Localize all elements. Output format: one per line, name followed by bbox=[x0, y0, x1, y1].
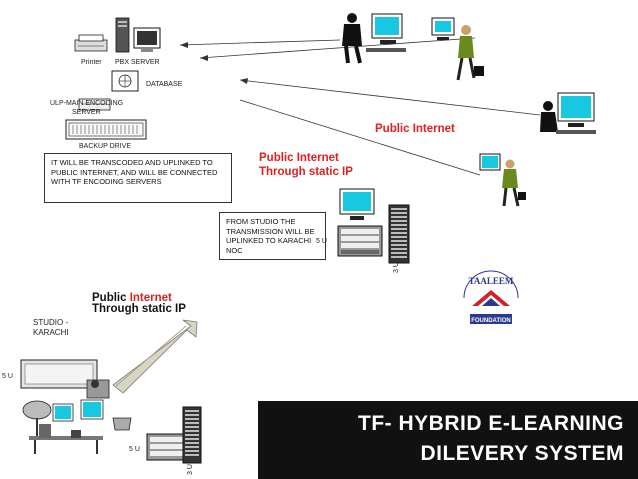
remote-user-desk-icon bbox=[538, 90, 602, 143]
backup-drive-icon bbox=[65, 119, 149, 146]
remote-user-student-icon bbox=[478, 152, 528, 215]
printer-icon bbox=[74, 33, 110, 60]
three-u-label-noc: 3 U bbox=[393, 262, 401, 273]
transcode-note: IT WILL BE TRANSCODED AND UPLINKED TO PU… bbox=[44, 153, 232, 203]
static-ip-label-low: Through static IP bbox=[92, 302, 186, 316]
logo-subtitle: FOUNDATION bbox=[471, 318, 511, 324]
connection-line bbox=[240, 80, 540, 115]
pbx-server-label: PBX SERVER bbox=[115, 59, 160, 67]
taaleem-foundation-logo: TAALEEM FOUNDATION bbox=[456, 262, 526, 333]
ulp-main-label: ULP-MAIN ENCODING bbox=[50, 100, 123, 108]
printer-label: Printer bbox=[81, 59, 102, 67]
arrowhead bbox=[200, 55, 208, 61]
pbx-server-icon bbox=[114, 14, 164, 61]
studio-rack-icon bbox=[182, 406, 202, 471]
noc-server-icon bbox=[336, 224, 384, 265]
arrowhead bbox=[240, 78, 248, 84]
logo-wordmark: TAALEEM bbox=[469, 276, 514, 286]
title-banner: TF- HYBRID E-LEARNING DILEVERY SYSTEM bbox=[258, 401, 638, 479]
remote-user-workstation-icon bbox=[338, 8, 408, 73]
public-internet-label-mid: Public Internet bbox=[259, 151, 339, 165]
arrowhead bbox=[180, 42, 188, 48]
static-ip-label-mid: Through static IP bbox=[259, 165, 353, 179]
karachi-label: KARACHI bbox=[33, 328, 69, 338]
five-u-label-studio-server: 5 U bbox=[129, 446, 140, 454]
three-u-label-studio: 3 U bbox=[187, 464, 195, 475]
server-label: SERVER bbox=[72, 109, 101, 117]
title-line-2: DILEVERY SYSTEM bbox=[272, 439, 624, 469]
noc-monitor-icon bbox=[338, 187, 378, 228]
title-line-1: TF- HYBRID E-LEARNING bbox=[272, 409, 624, 439]
five-u-label-noc: 5 U bbox=[316, 238, 327, 246]
five-u-label-studio: 5 U bbox=[2, 373, 13, 381]
backup-drive-label: BACKUP DRIVE bbox=[79, 143, 131, 151]
connection-line bbox=[180, 40, 340, 45]
public-internet-label-top: Public Internet bbox=[375, 122, 455, 136]
database-label: DATABASE bbox=[146, 81, 182, 89]
from-studio-note: FROM STUDIO THE TRANSMISSION WILL BE UPL… bbox=[219, 212, 326, 260]
noc-rack-icon bbox=[388, 204, 410, 271]
database-icon bbox=[111, 70, 141, 99]
remote-user-walking-icon bbox=[430, 16, 490, 97]
studio-label: STUDIO - bbox=[33, 318, 68, 328]
